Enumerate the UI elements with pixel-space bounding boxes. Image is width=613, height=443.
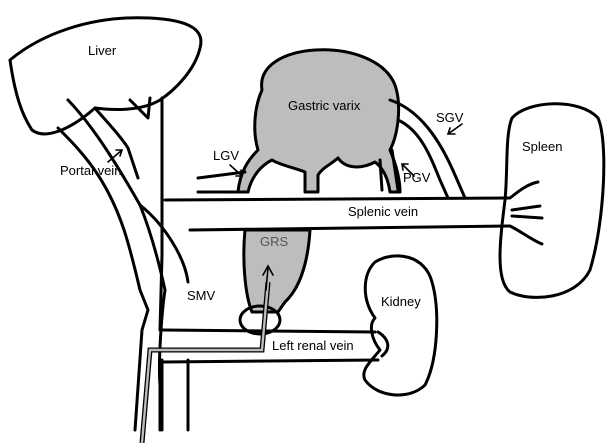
pgv-label: PGV: [403, 170, 431, 185]
left-renal-vein-label: Left renal vein: [272, 338, 354, 353]
grs-label: GRS: [260, 234, 289, 249]
splenic-hilum-branches: [510, 204, 544, 220]
splenic-vein-top: [163, 180, 540, 202]
kidney-label: Kidney: [381, 294, 421, 309]
gastric-varix-label: Gastric varix: [288, 98, 361, 113]
pgv-arrow: [401, 163, 415, 177]
portal-vertical: [158, 96, 164, 332]
catheter-arrow: [262, 264, 274, 291]
liver-outline: [8, 16, 203, 136]
splenic-vein-bottom: [188, 224, 544, 246]
renal-hilum: [376, 330, 390, 358]
catheter-inner: [140, 281, 270, 443]
left-renal-vein-bottom: [161, 358, 380, 364]
splenic-vein-label: Splenic vein: [348, 204, 418, 219]
portal-vein-label: Portal vein: [60, 163, 121, 178]
kidney-outline: [362, 254, 439, 397]
shunt-ring: [238, 304, 282, 336]
portal-vein-right-wall: [56, 126, 150, 432]
lgv-arrow: [229, 164, 243, 177]
smv-label: SMV: [187, 288, 216, 303]
gastric-varix: [236, 48, 402, 194]
sgv-label: SGV: [436, 110, 464, 125]
sgv-vessel: [388, 98, 467, 200]
portal-upper-branch: [128, 96, 152, 120]
portal-inner-branch: [93, 106, 140, 180]
lgv-label: LGV: [213, 148, 239, 163]
lgv-vessel: [196, 170, 250, 194]
sgv-arrow: [446, 123, 463, 135]
smv-vessel: [138, 203, 190, 284]
portal-vein-arrow: [107, 149, 124, 163]
spleen-label: Spleen: [522, 139, 562, 154]
pgv-vessel: [378, 148, 400, 192]
liver-label: Liver: [88, 43, 117, 58]
spleen-outline: [498, 102, 606, 299]
portal-vein-left-wall: [66, 98, 167, 432]
